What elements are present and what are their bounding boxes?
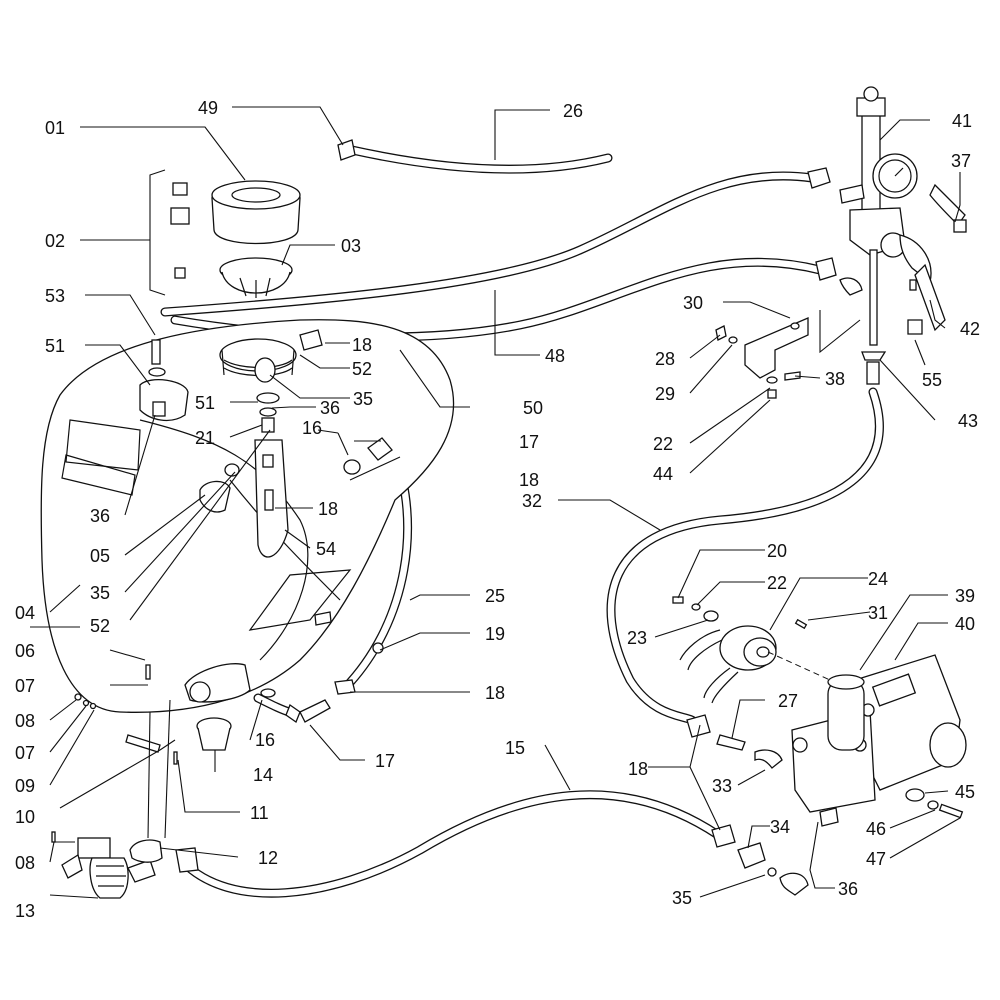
label-55: 55 <box>922 370 942 390</box>
label-50: 50 <box>523 398 543 418</box>
label-52-a: 52 <box>352 359 372 379</box>
label-33: 33 <box>712 776 732 796</box>
label-17-b: 17 <box>375 751 395 771</box>
label-21: 21 <box>195 428 215 448</box>
hose-32 <box>606 387 884 727</box>
label-40: 40 <box>955 614 975 634</box>
label-52-b: 52 <box>90 616 110 636</box>
label-35-b: 35 <box>353 389 373 409</box>
label-36-a: 36 <box>90 506 110 526</box>
label-07-b: 07 <box>15 743 35 763</box>
label-30: 30 <box>683 293 703 313</box>
label-18-a: 18 <box>352 335 372 355</box>
label-03: 03 <box>341 236 361 256</box>
label-18-c: 18 <box>318 499 338 519</box>
label-05: 05 <box>90 546 110 566</box>
label-13: 13 <box>15 901 35 921</box>
label-02: 02 <box>45 231 65 251</box>
label-47: 47 <box>866 849 886 869</box>
label-10: 10 <box>15 807 35 827</box>
part-labels: 01 02 03 04 05 06 07 07 08 08 09 10 11 1… <box>15 98 980 921</box>
label-18-e: 18 <box>628 759 648 779</box>
label-17-a: 17 <box>519 432 539 452</box>
cap-01 <box>211 180 301 245</box>
label-08-a: 08 <box>15 711 35 731</box>
label-46: 46 <box>866 819 886 839</box>
label-18-d: 18 <box>485 683 505 703</box>
label-41: 41 <box>952 111 972 131</box>
label-08-b: 08 <box>15 853 35 873</box>
label-35-a: 35 <box>90 583 110 603</box>
label-51-a: 51 <box>45 336 65 356</box>
label-28: 28 <box>655 349 675 369</box>
label-16-b: 16 <box>255 730 275 750</box>
pulley-24 <box>679 625 831 704</box>
label-39: 39 <box>955 586 975 606</box>
label-42: 42 <box>960 319 980 339</box>
label-11: 11 <box>250 803 269 823</box>
label-09: 09 <box>15 776 35 796</box>
label-22-a: 22 <box>653 434 673 454</box>
label-32: 32 <box>522 491 542 511</box>
label-06: 06 <box>15 641 35 661</box>
control-valve-41 <box>807 86 967 385</box>
label-51-b: 51 <box>195 393 215 413</box>
leader-lines <box>30 106 961 899</box>
label-31: 31 <box>868 603 888 623</box>
label-24: 24 <box>868 569 888 589</box>
label-04: 04 <box>15 603 35 623</box>
label-36-b: 36 <box>320 398 340 418</box>
label-44: 44 <box>653 464 673 484</box>
tank-fittings <box>139 329 393 558</box>
label-45: 45 <box>955 782 975 802</box>
tank-04 <box>40 319 455 713</box>
label-53: 53 <box>45 286 65 306</box>
fitting-12 <box>129 839 163 863</box>
label-48: 48 <box>545 346 565 366</box>
label-29: 29 <box>655 384 675 404</box>
outlet-fittings <box>711 824 809 896</box>
label-49: 49 <box>198 98 218 118</box>
label-14: 14 <box>253 765 273 785</box>
label-01: 01 <box>45 118 65 138</box>
drain-parts <box>74 664 331 765</box>
label-18-b: 18 <box>519 470 539 490</box>
label-26: 26 <box>563 101 583 121</box>
label-35-c: 35 <box>672 888 692 908</box>
label-43: 43 <box>958 411 978 431</box>
label-38: 38 <box>825 369 845 389</box>
label-23: 23 <box>627 628 647 648</box>
label-19: 19 <box>485 624 505 644</box>
label-12: 12 <box>258 848 278 868</box>
filter-basket-03 <box>219 257 293 298</box>
label-54: 54 <box>316 539 336 559</box>
label-20: 20 <box>767 541 787 561</box>
pump-small-parts <box>672 596 964 819</box>
label-15: 15 <box>505 738 525 758</box>
label-27: 27 <box>778 691 798 711</box>
misc-fittings <box>175 139 384 873</box>
label-25: 25 <box>485 586 505 606</box>
line-filter-13 <box>51 831 156 899</box>
vent-02 <box>170 182 190 279</box>
label-36-c: 36 <box>838 879 858 899</box>
pump-40 <box>791 654 967 827</box>
label-07-a: 07 <box>15 676 35 696</box>
bracket-30 <box>715 317 809 399</box>
label-34: 34 <box>770 817 790 837</box>
label-22-b: 22 <box>767 573 787 593</box>
label-37: 37 <box>951 151 971 171</box>
label-16-a: 16 <box>302 418 322 438</box>
